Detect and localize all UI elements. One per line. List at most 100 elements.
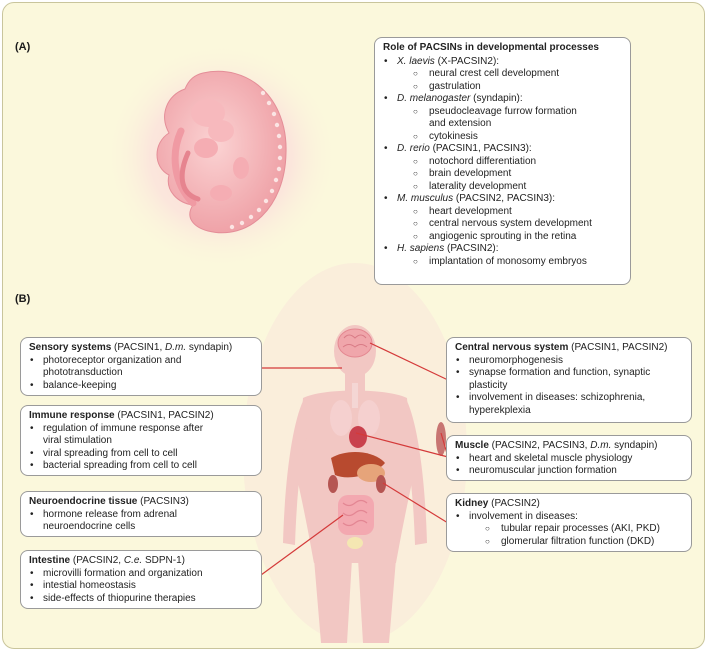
neuroendocrine-tissue-box: Neuroendocrine tissue (PACSIN3) hormone … [20, 491, 262, 537]
intestine-box: Intestine (PACSIN2, C.e. SDPN-1) microvi… [20, 550, 262, 609]
muscle-name: Muscle [455, 440, 489, 451]
muscle-detail-end: syndapin) [611, 440, 658, 451]
panel-b-label: (B) [15, 293, 31, 305]
central-nervous-system-list: neuromorphogenesissynapse formation and … [455, 355, 683, 418]
organism-paralogs: (syndapin): [470, 93, 523, 104]
function-item: involvement in diseases: schizophrenia, [455, 392, 683, 405]
intestine-list: microvilli formation and organizationint… [29, 568, 253, 606]
intestine-detail-end: SDPN-1) [142, 555, 185, 566]
neuroendocrine-tissue-name: Neuroendocrine tissue [29, 496, 138, 507]
process-item: angiogenic sprouting in the retina [383, 231, 622, 244]
central-nervous-system-box: Central nervous system (PACSIN1, PACSIN2… [446, 337, 692, 423]
process-item: and extension [429, 118, 492, 129]
organism-item: D. melanogaster (syndapin): [383, 93, 622, 106]
function-item: microvilli formation and organization [29, 568, 253, 581]
function-item: hormone release from adrenal [29, 509, 253, 522]
organism-name: X. laevis [397, 55, 435, 67]
function-item: phototransduction [43, 367, 123, 378]
organism-paralogs: (X-PACSIN2): [434, 55, 500, 67]
function-item: hyperekplexia [469, 404, 531, 416]
central-nervous-system-name: Central nervous system [455, 342, 569, 353]
intestine-name: Intestine [29, 555, 71, 566]
function-item: involvement in diseases: [455, 511, 683, 524]
function-item: glomerular filtration function (DKD) [455, 536, 683, 549]
intestine-species: C.e. [123, 555, 143, 566]
intestine-detail: (PACSIN2, [70, 555, 124, 566]
kidney-name: Kidney [455, 498, 489, 509]
muscle-detail: (PACSIN2, PACSIN3, [488, 440, 591, 451]
process-item: central nervous system development [383, 218, 622, 231]
kidney-detail: (PACSIN2) [488, 498, 540, 509]
organism-item: D. rerio (PACSIN1, PACSIN3): [383, 143, 622, 156]
organism-name: M. musculus [397, 193, 454, 204]
function-item: viral stimulation [43, 435, 112, 446]
kidney-box: Kidney (PACSIN2) involvement in diseases… [446, 493, 692, 552]
function-item: neuromuscular junction formation [455, 465, 683, 478]
immune-response-detail: (PACSIN1, PACSIN2) [114, 410, 214, 421]
process-item: gastrulation [383, 81, 622, 94]
illustration-layer [103, 41, 467, 643]
process-item: implantation of monosomy embryos [383, 256, 622, 269]
immune-response-name: Immune response [29, 410, 115, 421]
organism-paralogs: (PACSIN2): [444, 243, 499, 254]
process-item: neural crest cell development [383, 68, 622, 81]
immune-response-title: Immune response (PACSIN1, PACSIN2) [29, 410, 253, 423]
process-item: cytokinesis [383, 131, 622, 144]
muscle-title: Muscle (PACSIN2, PACSIN3, D.m. syndapin) [455, 440, 683, 453]
kidney-title: Kidney (PACSIN2) [455, 498, 683, 511]
organism-item: X. laevis (X-PACSIN2): [383, 56, 622, 69]
sensory-systems-detail: (PACSIN1, [111, 342, 165, 353]
panel-a-label: (A) [15, 41, 31, 53]
pacsin-development-title: Role of PACSINs in developmental process… [383, 42, 599, 53]
immune-response-box: Immune response (PACSIN1, PACSIN2) regul… [20, 405, 262, 476]
sensory-systems-box: Sensory systems (PACSIN1, D.m. syndapin)… [20, 337, 262, 396]
immune-response-list: regulation of immune response afterviral… [29, 423, 253, 473]
function-item: balance-keeping [29, 380, 253, 393]
function-item: neuromorphogenesis [455, 355, 683, 368]
pacsin-development-list: X. laevis (X-PACSIN2):neural crest cell … [383, 56, 622, 269]
process-item: pseudocleavage furrow formation [383, 106, 622, 119]
organism-item: H. sapiens (PACSIN2): [383, 243, 622, 256]
sensory-systems-title: Sensory systems (PACSIN1, D.m. syndapin) [29, 342, 253, 355]
embryo-illustration [103, 41, 339, 271]
function-item: synapse formation and function, synaptic [455, 367, 683, 380]
organism-name: D. melanogaster [397, 93, 471, 104]
central-nervous-system-detail: (PACSIN1, PACSIN2) [568, 342, 668, 353]
sensory-systems-list: photoreceptor organization andphototrans… [29, 355, 253, 393]
neuroendocrine-tissue-list: hormone release from adrenalneuroendocri… [29, 509, 253, 534]
function-item: intestial homeostasis [29, 580, 253, 593]
function-item: photoreceptor organization and [29, 355, 253, 368]
function-item: bacterial spreading from cell to cell [29, 460, 253, 473]
sensory-systems-species: D.m. [165, 342, 187, 353]
kidney-list: involvement in diseases:tubular repair p… [455, 511, 683, 549]
muscle-box: Muscle (PACSIN2, PACSIN3, D.m. syndapin)… [446, 435, 692, 481]
function-item: side-effects of thiopurine therapies [29, 593, 253, 606]
organism-name: D. rerio [397, 143, 430, 154]
sensory-systems-name: Sensory systems [29, 342, 112, 353]
process-item: heart development [383, 206, 622, 219]
organism-name: H. sapiens [397, 243, 445, 254]
function-item: neuroendocrine cells [43, 521, 136, 532]
intestine-title: Intestine (PACSIN2, C.e. SDPN-1) [29, 555, 253, 568]
sensory-systems-detail-end: syndapin) [186, 342, 233, 353]
neuroendocrine-tissue-title: Neuroendocrine tissue (PACSIN3) [29, 496, 253, 509]
muscle-list: heart and skeletal muscle physiologyneur… [455, 453, 683, 478]
pacsin-development-box: Role of PACSINs in developmental process… [374, 37, 631, 285]
central-nervous-system-title: Central nervous system (PACSIN1, PACSIN2… [455, 342, 683, 355]
organism-paralogs: (PACSIN2, PACSIN3): [453, 193, 555, 204]
process-item: notochord differentiation [383, 156, 622, 169]
organism-item: M. musculus (PACSIN2, PACSIN3): [383, 193, 622, 206]
human-body-illustration [243, 263, 467, 643]
function-item: heart and skeletal muscle physiology [455, 453, 683, 466]
function-item: regulation of immune response after [29, 423, 253, 436]
organism-paralogs: (PACSIN1, PACSIN3): [429, 143, 532, 154]
muscle-species: D.m. [590, 440, 612, 451]
process-item: laterality development [383, 181, 622, 194]
function-item: viral spreading from cell to cell [29, 448, 253, 461]
process-item: brain development [383, 168, 622, 181]
function-item: plasticity [469, 379, 508, 391]
connector-lines [260, 342, 449, 576]
neuroendocrine-tissue-detail: (PACSIN3) [137, 496, 189, 507]
function-item: tubular repair processes (AKI, PKD) [455, 523, 683, 536]
